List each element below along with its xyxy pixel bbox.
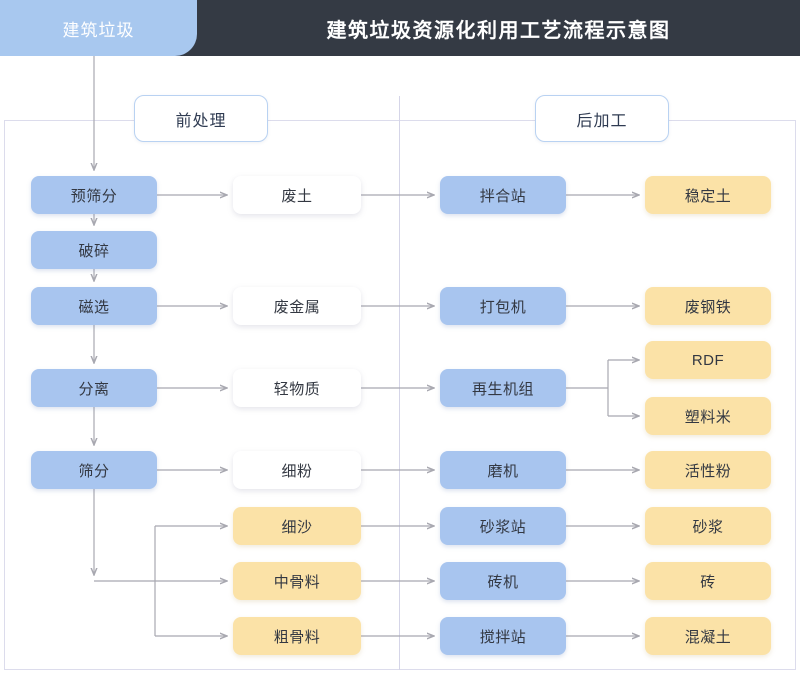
node-brick[interactable]: 砖 bbox=[645, 562, 771, 600]
node-wastemetal[interactable]: 废金属 bbox=[233, 287, 361, 325]
node-stablesoil-label: 稳定土 bbox=[684, 187, 732, 205]
node-wastesoil[interactable]: 废土 bbox=[233, 176, 361, 214]
node-midagg[interactable]: 中骨料 bbox=[233, 562, 361, 600]
node-lightmat-label: 轻物质 bbox=[273, 380, 321, 398]
node-regenunit[interactable]: 再生机组 bbox=[440, 369, 566, 407]
node-finepowder-label: 细粉 bbox=[281, 462, 313, 480]
node-baler[interactable]: 打包机 bbox=[440, 287, 566, 325]
node-plasticpel[interactable]: 塑料米 bbox=[645, 397, 771, 435]
node-plasticpel-label: 塑料米 bbox=[684, 408, 732, 426]
node-magnetic[interactable]: 磁选 bbox=[31, 287, 157, 325]
node-brick-label: 砖 bbox=[700, 573, 716, 591]
node-concrete-label: 混凝土 bbox=[684, 628, 732, 646]
node-regenunit-label: 再生机组 bbox=[471, 380, 534, 398]
node-baler-label: 打包机 bbox=[479, 298, 527, 316]
node-mortarsta[interactable]: 砂浆站 bbox=[440, 507, 566, 545]
group-label-pre-text: 前处理 bbox=[175, 112, 227, 130]
node-scrapsteel-label: 废钢铁 bbox=[684, 298, 732, 316]
node-separate[interactable]: 分离 bbox=[31, 369, 157, 407]
node-stablesoil[interactable]: 稳定土 bbox=[645, 176, 771, 214]
diagram-panel bbox=[4, 120, 796, 670]
node-rdf-label: RDF bbox=[691, 351, 725, 369]
node-mixstation-label: 拌合站 bbox=[479, 187, 527, 205]
node-mixstation[interactable]: 拌合站 bbox=[440, 176, 566, 214]
page-title: 建筑垃圾资源化利用工艺流程示意图 bbox=[197, 0, 800, 56]
node-brickmach-label: 砖机 bbox=[487, 573, 519, 591]
node-midagg-label: 中骨料 bbox=[273, 573, 321, 591]
node-crush[interactable]: 破碎 bbox=[31, 231, 157, 269]
stage-divider bbox=[399, 96, 400, 670]
source-tab: 建筑垃圾 bbox=[0, 0, 197, 56]
group-label-post: 后加工 bbox=[535, 95, 669, 142]
node-screen-label: 筛分 bbox=[78, 462, 110, 480]
group-label-pre: 前处理 bbox=[134, 95, 268, 142]
node-mortar[interactable]: 砂浆 bbox=[645, 507, 771, 545]
node-mill-label: 磨机 bbox=[487, 462, 519, 480]
page-title-text: 建筑垃圾资源化利用工艺流程示意图 bbox=[326, 19, 671, 42]
node-screen[interactable]: 筛分 bbox=[31, 451, 157, 489]
node-separate-label: 分离 bbox=[78, 380, 110, 398]
node-lightmat[interactable]: 轻物质 bbox=[233, 369, 361, 407]
node-coarseagg[interactable]: 粗骨料 bbox=[233, 617, 361, 655]
node-concrete[interactable]: 混凝土 bbox=[645, 617, 771, 655]
node-activepow[interactable]: 活性粉 bbox=[645, 451, 771, 489]
node-stirsta-label: 搅拌站 bbox=[479, 628, 527, 646]
node-activepow-label: 活性粉 bbox=[684, 462, 732, 480]
node-crush-label: 破碎 bbox=[78, 242, 110, 260]
node-rdf[interactable]: RDF bbox=[645, 341, 771, 379]
node-mortar-label: 砂浆 bbox=[692, 518, 724, 536]
node-mill[interactable]: 磨机 bbox=[440, 451, 566, 489]
node-finepowder[interactable]: 细粉 bbox=[233, 451, 361, 489]
node-wastemetal-label: 废金属 bbox=[273, 298, 321, 316]
node-magnetic-label: 磁选 bbox=[78, 298, 110, 316]
node-presort-label: 预筛分 bbox=[70, 187, 118, 205]
node-coarseagg-label: 粗骨料 bbox=[273, 628, 321, 646]
group-label-post-text: 后加工 bbox=[576, 112, 628, 130]
node-finesand[interactable]: 细沙 bbox=[233, 507, 361, 545]
node-brickmach[interactable]: 砖机 bbox=[440, 562, 566, 600]
node-mortarsta-label: 砂浆站 bbox=[479, 518, 527, 536]
node-presort[interactable]: 预筛分 bbox=[31, 176, 157, 214]
node-wastesoil-label: 废土 bbox=[281, 187, 313, 205]
node-stirsta[interactable]: 搅拌站 bbox=[440, 617, 566, 655]
node-finesand-label: 细沙 bbox=[281, 518, 313, 536]
source-tab-label: 建筑垃圾 bbox=[62, 20, 135, 40]
node-scrapsteel[interactable]: 废钢铁 bbox=[645, 287, 771, 325]
